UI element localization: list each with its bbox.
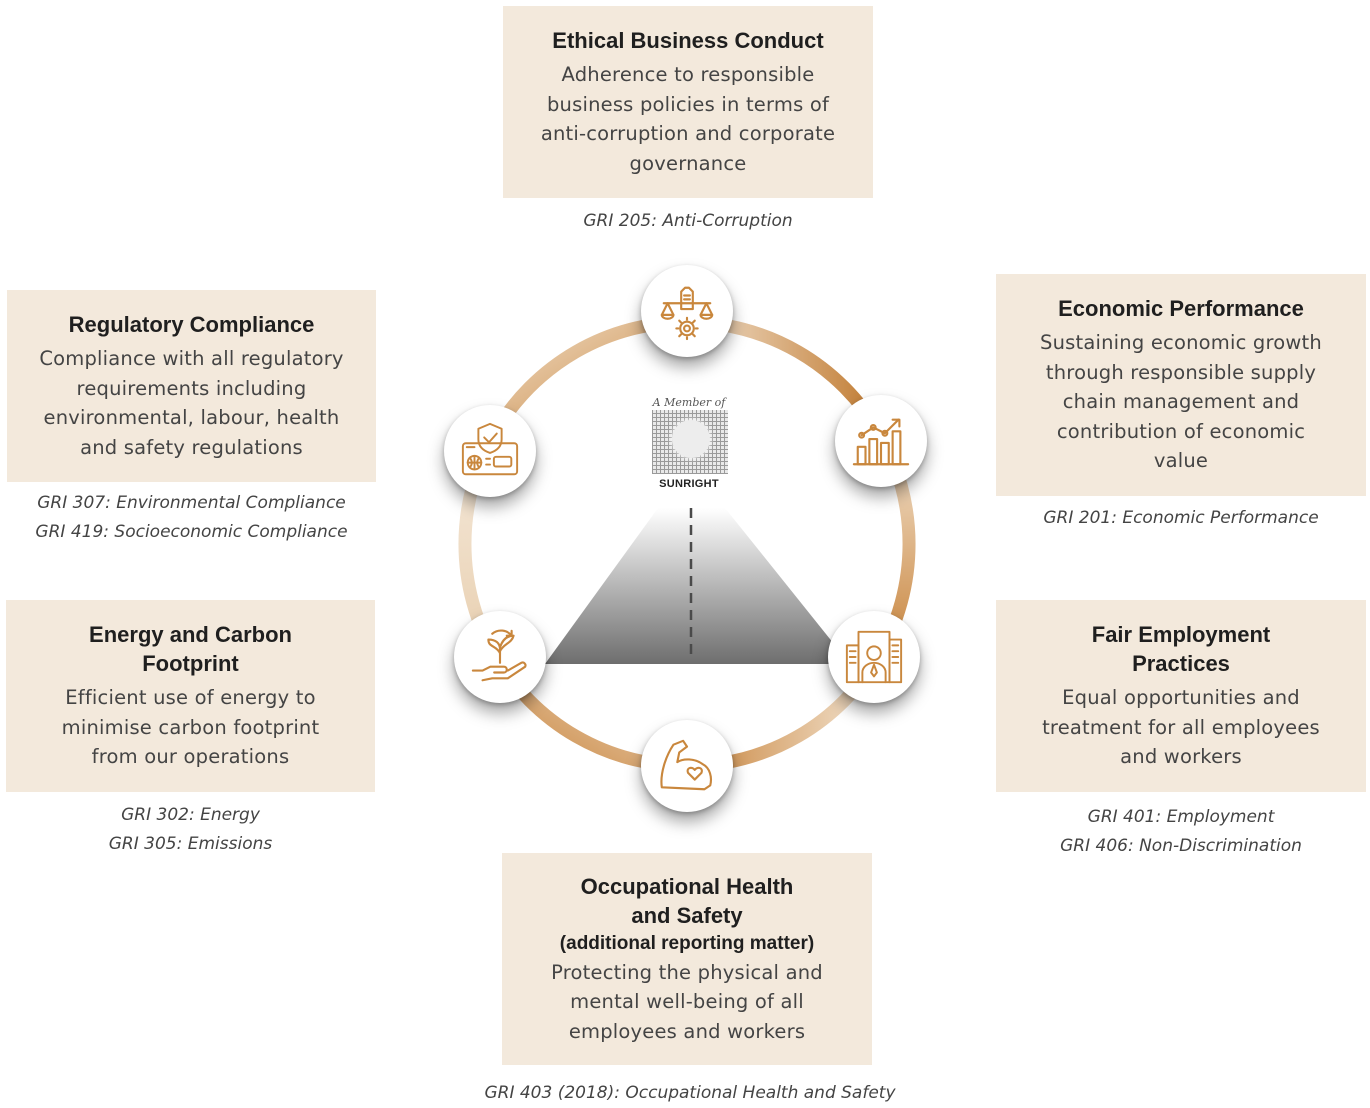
- energy-icon-circle: [454, 611, 546, 703]
- sunright-logo: A Member of SUNRIGHT: [648, 396, 730, 492]
- bar-chart-growth-icon: [852, 418, 910, 466]
- regulatory-icon-circle: [444, 405, 536, 497]
- shield-certificate-icon: [461, 422, 519, 476]
- topic-box-ethical: Ethical Business Conduct Adherence to re…: [503, 6, 873, 198]
- topic-box-economic: Economic Performance Sustaining economic…: [996, 274, 1366, 496]
- logo-brand: SUNRIGHT: [659, 478, 719, 490]
- strong-arm-heart-icon: [660, 739, 713, 791]
- topic-description-regulatory: Compliance with all regulatory requireme…: [39, 347, 344, 459]
- employee-buildings-icon: [845, 630, 903, 684]
- justice-scales-gear-icon: [660, 286, 714, 341]
- employment-icon-circle: [828, 611, 920, 703]
- road-trapezoid: [545, 508, 850, 664]
- topic-title-energy: Energy and Carbon Footprint: [89, 622, 292, 677]
- topic-box-health: Occupational Health and Safety (addition…: [502, 853, 872, 1065]
- topic-title-ethical: Ethical Business Conduct: [552, 28, 824, 53]
- ethical-icon-circle: [641, 265, 733, 357]
- economic-icon-circle: [835, 395, 927, 487]
- topic-title-economic: Economic Performance: [1058, 296, 1304, 322]
- topic-subtitle-health: (additional reporting matter): [559, 932, 815, 954]
- topic-description-health: Protecting the physical and mental well-…: [551, 960, 823, 1043]
- topic-box-employment: Fair Employment Practices Equal opportun…: [996, 600, 1366, 792]
- gri-employment: GRI 401: Employment GRI 406: Non-Discrim…: [1060, 807, 1302, 856]
- topic-description-energy: Efficient use of energy to minimise carb…: [61, 686, 320, 769]
- topic-box-energy: Energy and Carbon Footprint Efficient us…: [6, 600, 375, 792]
- gri-health: GRI 403 (2018): Occupational Health and …: [484, 1083, 896, 1103]
- topic-title-health: Occupational Health and Safety: [580, 873, 794, 928]
- topic-title-employment: Fair Employment Practices: [1091, 622, 1271, 677]
- hand-plant-icon: [471, 629, 527, 682]
- topic-box-regulatory: Regulatory Compliance Compliance with al…: [7, 290, 376, 482]
- gri-economic: GRI 201: Economic Performance: [1043, 508, 1319, 528]
- topic-title-regulatory: Regulatory Compliance: [68, 312, 315, 337]
- gri-regulatory: GRI 307: Environmental Compliance GRI 41…: [35, 493, 348, 542]
- topic-description-employment: Equal opportunities and treatment for al…: [1042, 686, 1320, 769]
- topic-description-economic: Sustaining economic growth through respo…: [1040, 331, 1322, 473]
- topic-description-ethical: Adherence to responsible business polici…: [540, 63, 836, 175]
- gri-energy: GRI 302: Energy GRI 305: Emissions: [108, 805, 273, 854]
- gri-ethical: GRI 205: Anti-Corruption: [583, 211, 793, 231]
- logo-member-text: A Member of: [652, 396, 726, 409]
- health-icon-circle: [641, 720, 733, 812]
- logo-sun: [672, 420, 710, 458]
